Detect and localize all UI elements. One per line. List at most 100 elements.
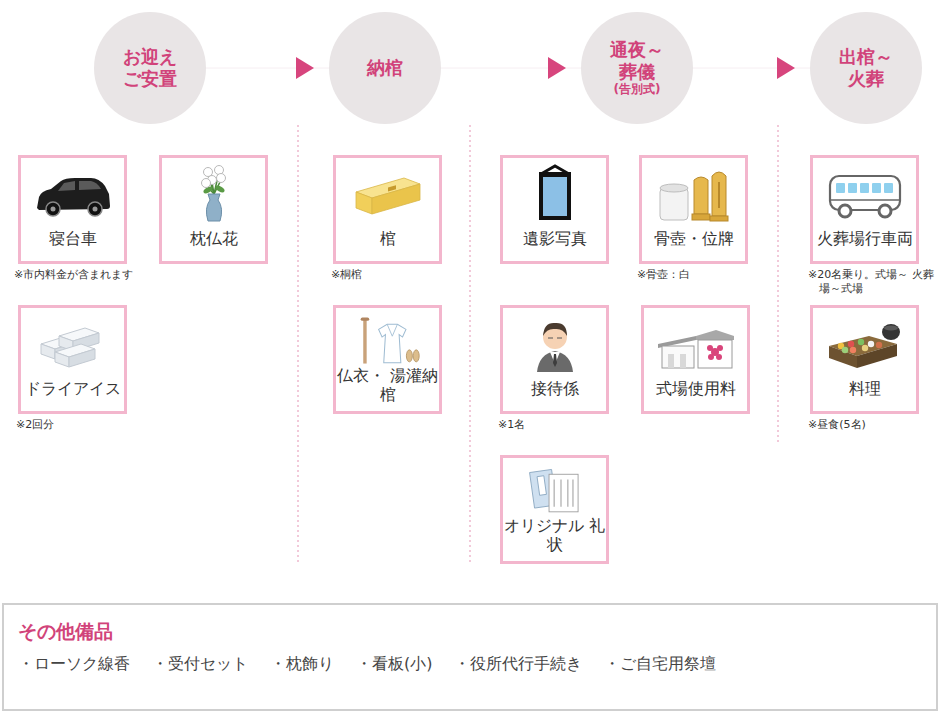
item-icon [656, 314, 736, 374]
supply-item: ・枕飾り [270, 654, 334, 675]
icon-part [553, 354, 557, 367]
icon-part [668, 354, 674, 368]
stage-title: 出棺～ 火葬 [833, 46, 899, 89]
item-icon [825, 164, 905, 224]
icon-part [867, 341, 873, 347]
icon-part [694, 177, 708, 214]
stage-disc [810, 12, 922, 124]
stage-circle: 出棺～ 火葬 [810, 12, 922, 124]
item-box: 仏衣・ 湯灌納棺 [333, 305, 442, 414]
icon-part [364, 319, 367, 363]
item-box: 枕仏花 [159, 155, 268, 264]
item-label: 接待係 [531, 380, 579, 399]
icon-part [554, 479, 555, 506]
icon-part [860, 183, 869, 193]
icon-part [361, 317, 370, 320]
icon-part [548, 337, 562, 338]
separator-line [469, 125, 470, 565]
icon-part [662, 346, 694, 368]
icon-part [884, 326, 898, 331]
supply-item: ・受付セット [152, 654, 248, 675]
icon-part [830, 176, 900, 210]
item-label: オリジナル 礼状 [503, 517, 606, 555]
icon-part [879, 205, 891, 217]
icon-part [387, 324, 397, 336]
icon-part [69, 349, 95, 367]
icon-part [680, 354, 686, 368]
icon-part [537, 476, 546, 496]
supplies-panel: その他備品・ローソク線香・受付セット・枕飾り・看板(小)・役所代行手続き・ご自宅… [2, 603, 938, 711]
icon-part [568, 479, 569, 506]
icon-part [214, 184, 225, 193]
stage-subtitle: (告別式) [614, 82, 661, 96]
icon-part [92, 207, 97, 212]
item-label-wrap: 骨壺・位牌 [642, 230, 745, 249]
icon-part [549, 474, 578, 512]
icon-part [698, 340, 732, 368]
icon-part [356, 192, 372, 214]
item-box: オリジナル 礼状 [500, 455, 609, 564]
item-label: ドライアイス [25, 380, 121, 399]
item-box: ドライアイス [18, 305, 127, 414]
icon-part [407, 350, 413, 362]
stage-circle: 通夜～ 葬儀(告別式) [581, 12, 693, 124]
supply-item: ・看板(小) [356, 654, 432, 675]
icon-part [717, 345, 723, 351]
supply-item: ・ご自宅用祭壇 [604, 654, 716, 675]
icon-part [41, 344, 55, 359]
note-text: ※骨壺：白 [637, 268, 758, 282]
item-label-wrap: 遺影写真 [503, 230, 606, 249]
stage-disc [329, 12, 441, 124]
icon-part [830, 199, 900, 201]
item-label: 寝台車 [49, 230, 97, 249]
stage-arrow [206, 68, 329, 69]
icon-part [543, 323, 567, 336]
icon-part [857, 344, 897, 368]
icon-group [537, 323, 573, 372]
icon-part [537, 351, 573, 372]
item-icon [33, 164, 113, 224]
icon-part [872, 183, 881, 193]
icon-part [710, 216, 728, 221]
icon-group [530, 469, 579, 511]
column-separators [298, 125, 778, 565]
item-icon [348, 164, 428, 224]
item-icon [654, 164, 734, 224]
icon-part [201, 179, 210, 188]
icon-group [658, 330, 734, 368]
note-text: ※2回分 [16, 418, 127, 432]
item-label: 棺 [380, 230, 396, 249]
icon-part [839, 205, 851, 217]
icon-group [660, 172, 728, 221]
icon-part [707, 345, 713, 351]
icon-part [884, 183, 893, 193]
item-box: 寝台車 [18, 155, 127, 264]
icon-part [539, 172, 571, 220]
icon-part [543, 177, 567, 216]
supply-item: ・役所代行手続き [454, 654, 582, 675]
icon-part [861, 345, 867, 351]
separator-line [777, 125, 778, 445]
icon-part [388, 185, 396, 191]
item-icon [520, 464, 588, 515]
item-label: 式場使用料 [656, 380, 736, 399]
stage-text-wrap: 納棺 [329, 12, 441, 124]
icon-part [561, 479, 562, 506]
icon-group [356, 178, 420, 214]
supply-list: ・ローソク線香・受付セット・枕飾り・看板(小)・役所代行手続き・ご自宅用祭壇 [18, 654, 922, 675]
icon-part [50, 207, 55, 212]
note-text: ※20名乗り。式場～ 火葬場～式場 [808, 268, 935, 297]
icon-part [79, 181, 101, 190]
item-label: 仏衣・ 湯灌納棺 [336, 367, 439, 405]
item-icon [174, 164, 254, 224]
stage-text-wrap: お迎え ご安置 [94, 12, 206, 124]
item-label: 骨壺・位牌 [654, 230, 734, 249]
item-label-wrap: 仏衣・ 湯灌納棺 [336, 367, 439, 405]
icon-part [58, 181, 75, 191]
item-box: 接待係 [500, 305, 609, 414]
icon-part [55, 352, 69, 367]
separator-line [297, 125, 298, 565]
note-text: ※昼食(5名) [808, 418, 935, 432]
